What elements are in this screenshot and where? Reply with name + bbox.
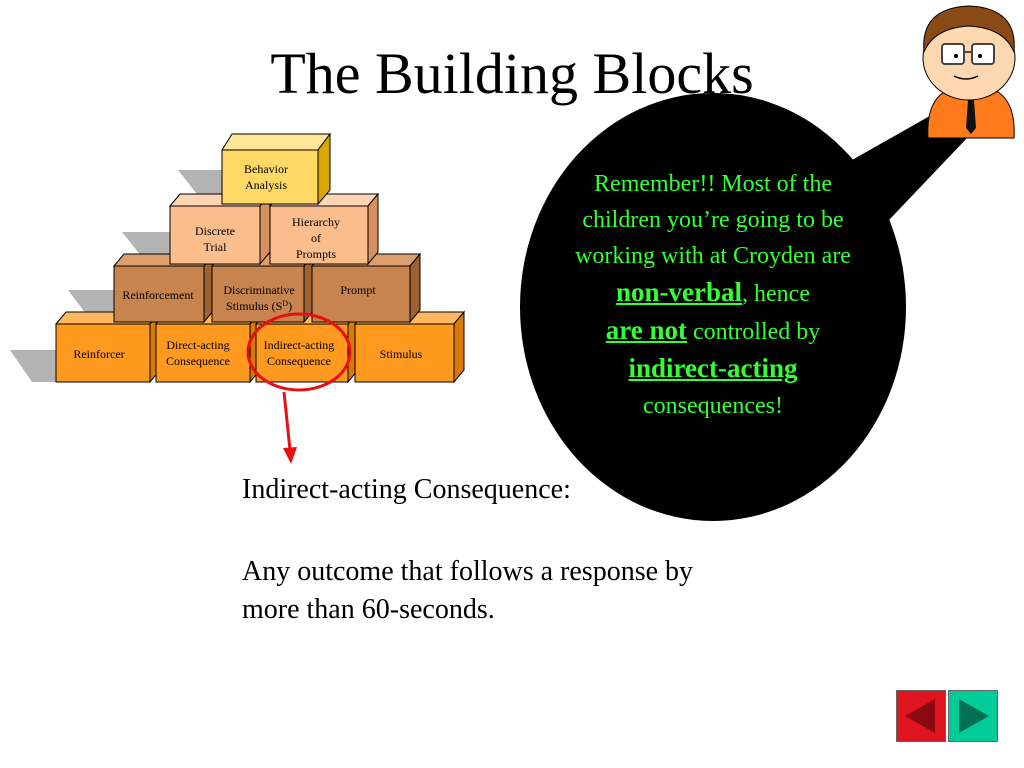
bubble-text-part2: , hence xyxy=(742,281,810,307)
block-label-sd: Stimulus (SD) xyxy=(226,299,292,313)
block-label: Consequence xyxy=(166,354,230,368)
block-hierarchy-of-prompts: Hierarchy of Prompts xyxy=(268,192,380,266)
block-label: Prompt xyxy=(340,283,376,297)
bubble-highlight-are-not: are not xyxy=(605,315,687,345)
definition-line-1: Any outcome that follows a response by xyxy=(242,556,694,587)
bubble-message: Remember!! Most of the children you’re g… xyxy=(572,166,854,424)
slide-title: The Building Blocks xyxy=(270,41,754,106)
block-label: Hierarchy xyxy=(292,215,340,229)
block-label: Discrete xyxy=(195,224,235,238)
block-label: Reinforcer xyxy=(73,347,124,361)
bubble-text-part1: Remember!! Most of the children you’re g… xyxy=(575,171,851,269)
definition-line-2: more than 60-seconds. xyxy=(242,594,495,625)
block-label: Discriminative xyxy=(223,283,294,297)
definition-term: Indirect-acting Consequence: xyxy=(242,474,571,505)
block-label: Behavior xyxy=(244,162,288,176)
bubble-text-part4: consequences! xyxy=(643,393,783,419)
triangle-left-icon xyxy=(905,699,935,733)
block-label: Trial xyxy=(204,240,228,254)
block-label: Reinforcement xyxy=(122,288,194,302)
block-label: Prompts xyxy=(296,247,336,261)
block-label: of xyxy=(311,231,321,245)
previous-slide-button[interactable] xyxy=(896,690,946,742)
bubble-highlight-indirect-acting: indirect-acting xyxy=(628,353,798,383)
block-label: Indirect-acting xyxy=(264,338,335,352)
character-avatar xyxy=(922,5,1016,139)
block-label: Analysis xyxy=(245,178,287,192)
block-behavior-analysis: Behavior Analysis xyxy=(221,132,331,206)
pointer-arrow xyxy=(282,391,297,464)
block-label: Direct-acting xyxy=(166,338,229,352)
bubble-text-part3: controlled by xyxy=(686,319,821,345)
triangle-right-icon xyxy=(959,699,989,733)
block-label: Consequence xyxy=(267,354,331,368)
bubble-highlight-non-verbal: non-verbal xyxy=(616,277,743,307)
next-slide-button[interactable] xyxy=(948,690,998,742)
highlight-circle xyxy=(246,312,352,392)
block-label: Stimulus xyxy=(380,347,423,361)
